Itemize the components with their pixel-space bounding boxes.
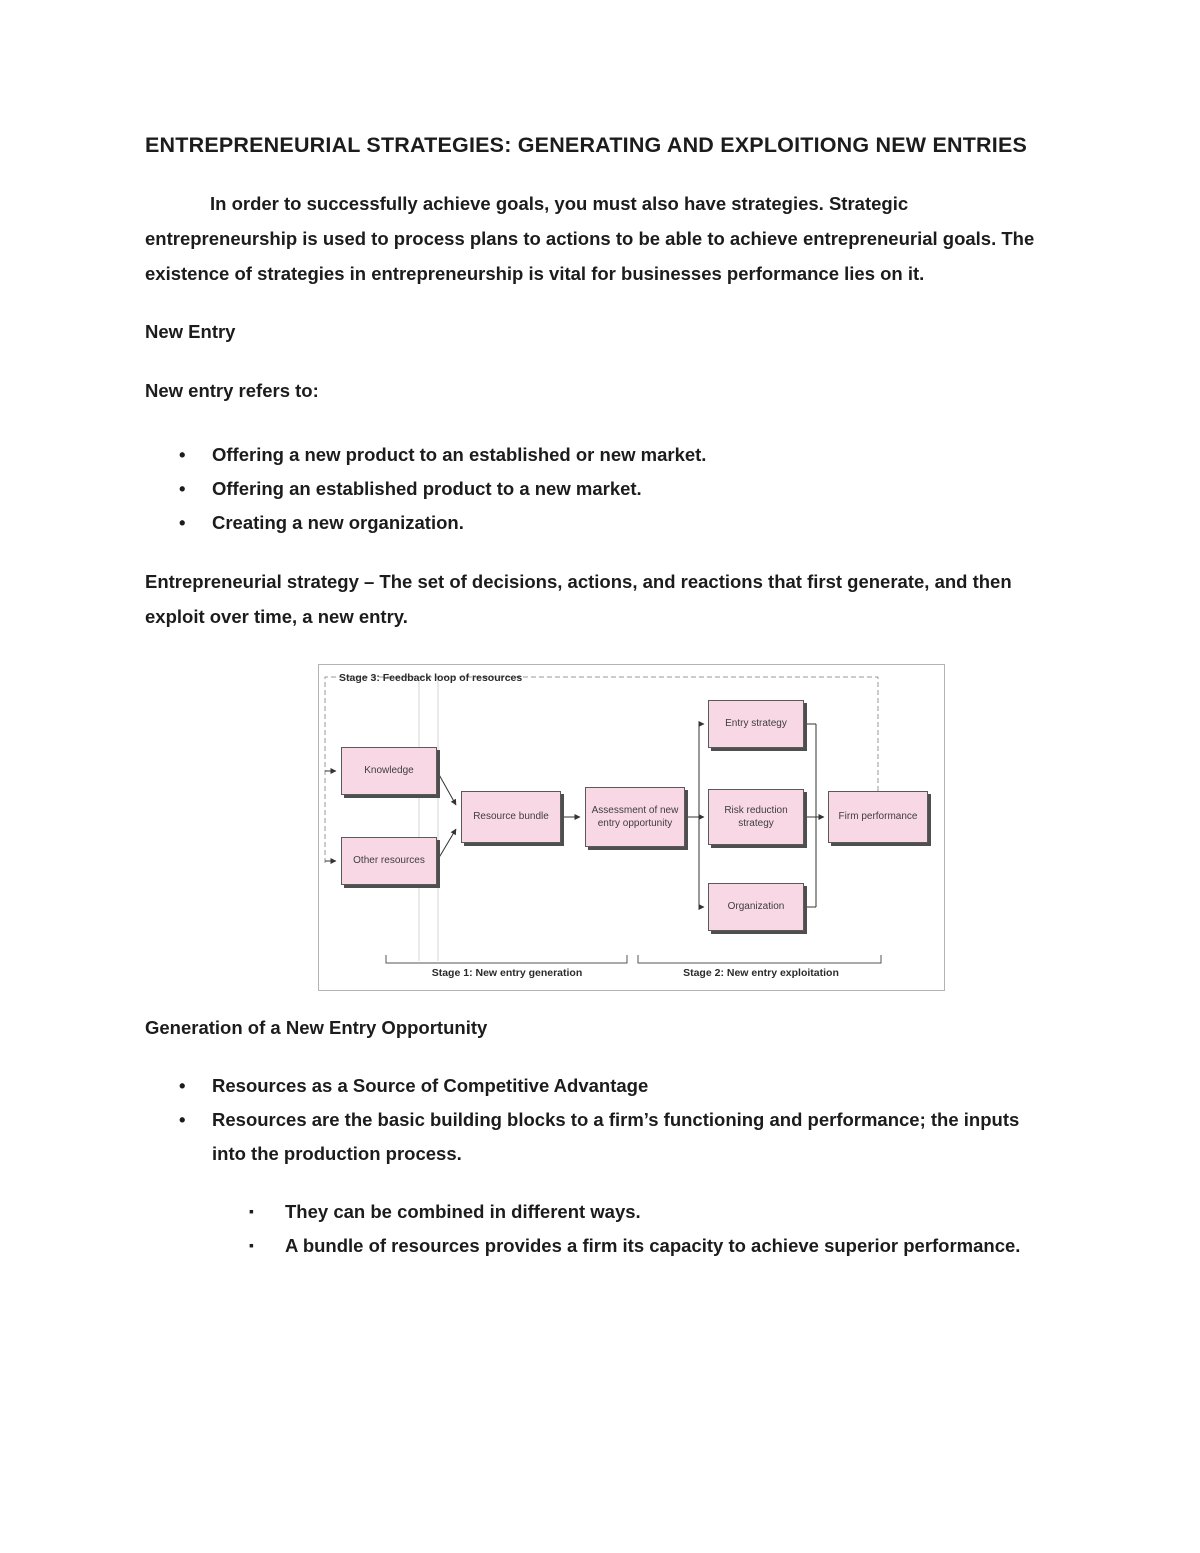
heading-new-entry: New Entry (145, 320, 236, 342)
generation-list: Resources as a Source of Competitive Adv… (145, 1069, 1057, 1171)
diagram-box-firm-performance: Firm performance (828, 790, 928, 843)
generation-sublist: They can be combined in different ways. … (145, 1194, 1057, 1263)
new-entry-process-diagram: Stage 3: Feedback loop of resources Know… (318, 663, 945, 991)
diagram-connectors (324, 676, 882, 964)
diagram-box-entry-strategy: Entry strategy (708, 699, 804, 748)
stage3-label: Stage 3: Feedback loop of resources (339, 671, 523, 684)
list-item: Offering a new product to an established… (145, 438, 1057, 472)
diagram-box-other-resources: Other resources (341, 836, 437, 885)
diagram-box-risk-reduction: Risk reduction strategy (708, 788, 804, 845)
new-entry-list: Offering a new product to an established… (145, 438, 1057, 540)
new-entry-lead: New entry refers to: (145, 379, 319, 401)
diagram-box-resource-bundle: Resource bundle (461, 790, 561, 843)
sub-list-item: They can be combined in different ways. (145, 1194, 1057, 1229)
diagram-box-organization: Organization (708, 882, 804, 931)
list-item: Resources are the basic building blocks … (145, 1103, 1057, 1171)
strategy-definition: Entrepreneurial strategy – The set of de… (145, 564, 1057, 634)
heading-generation: Generation of a New Entry Opportunity (145, 1016, 488, 1038)
list-item: Offering an established product to a new… (145, 472, 1057, 506)
strategy-term: Entrepreneurial strategy (145, 570, 359, 592)
list-item: Resources as a Source of Competitive Adv… (145, 1069, 1057, 1103)
diagram-box-assessment: Assessment of new entry opportunity (585, 786, 685, 847)
sub-list-item: A bundle of resources provides a firm it… (145, 1228, 1057, 1263)
list-item: Creating a new organization. (145, 506, 1057, 540)
strategy-text: – The set of decisions, actions, and rea… (145, 570, 1012, 627)
document-title: ENTREPRENEURIAL STRATEGIES: GENERATING A… (145, 133, 1028, 157)
stage2-label: Stage 2: New entry exploitation (683, 966, 839, 979)
intro-paragraph: In order to successfully achieve goals, … (145, 192, 1035, 284)
diagram-box-knowledge: Knowledge (341, 746, 437, 795)
stage1-label: Stage 1: New entry generation (431, 966, 583, 979)
